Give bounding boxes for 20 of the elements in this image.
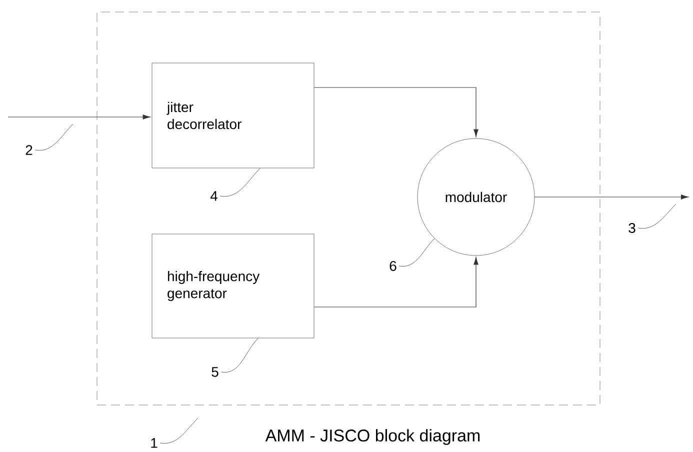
callout-number: 2 [26, 145, 32, 155]
block-box: jitter decorrelator [152, 62, 314, 168]
leader-line [160, 418, 198, 444]
leader-line [220, 168, 260, 197]
arrow [314, 257, 478, 308]
block-box: high-frequency generator [152, 234, 314, 338]
callout-number: 6 [390, 261, 396, 271]
callout-number: 1 [151, 438, 158, 448]
leader-line [638, 204, 676, 229]
leader-line [34, 124, 74, 151]
arrow [8, 114, 150, 120]
dashed-boundary-box [96, 12, 600, 406]
callout-number: 5 [212, 367, 218, 377]
arrow [534, 194, 689, 200]
callout-number: 3 [628, 223, 636, 233]
callout-number: 4 [210, 191, 218, 201]
caption: AMM - JISCO block diagram [265, 429, 480, 445]
leader-line [220, 338, 258, 372]
arrow [314, 87, 478, 137]
leader-line [398, 238, 435, 267]
